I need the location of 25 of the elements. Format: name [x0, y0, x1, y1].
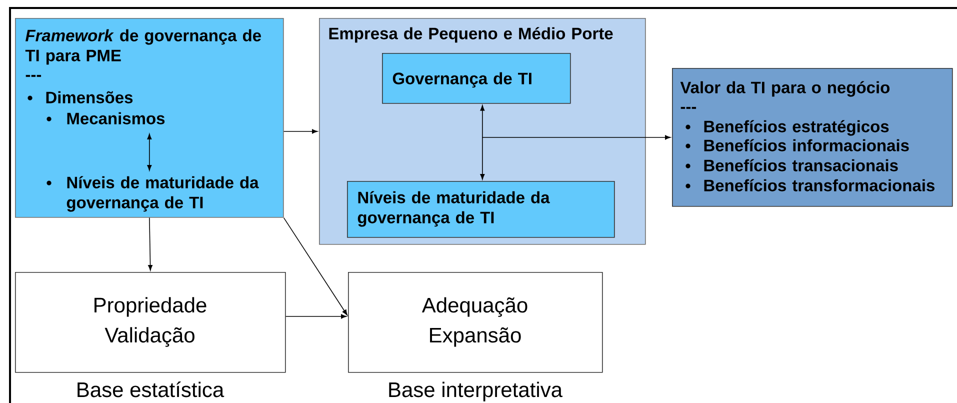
list-item: Níveis de maturidade da governança de TI	[66, 176, 259, 212]
arrow	[480, 105, 485, 180]
list-item: Benefícios informacionais	[704, 139, 909, 152]
list-item: Dimensões	[46, 91, 133, 104]
arrow	[285, 314, 347, 319]
arrow	[283, 129, 318, 134]
list-item: Mecanismos	[67, 112, 165, 124]
box-title: Governança de TI	[392, 72, 532, 88]
list-item: Benefícios estratégicos	[704, 120, 889, 136]
list-item: Benefícios transformacionais	[704, 179, 934, 192]
arrow	[482, 135, 671, 140]
list-item: Benefícios transacionais	[704, 159, 898, 172]
arrow	[147, 134, 152, 171]
box-title: Níveis de maturidade da governança de TI	[358, 191, 550, 227]
box-text: Propriedade Validação	[94, 297, 206, 347]
box-title: Framework de governança de TI para PME	[25, 29, 261, 65]
separator-text: ---	[680, 106, 696, 109]
node-label: Base estatística	[78, 382, 224, 398]
separator-text: ---	[26, 74, 42, 77]
box-title: Valor da TI para o negócio	[680, 81, 890, 97]
node-label: Base interpretativa	[389, 382, 563, 402]
box-title: Empresa de Pequeno e Médio Porte	[329, 27, 613, 43]
arrow	[148, 217, 153, 271]
box-text: Adequação Expansão	[422, 297, 528, 347]
arrow	[283, 217, 348, 316]
